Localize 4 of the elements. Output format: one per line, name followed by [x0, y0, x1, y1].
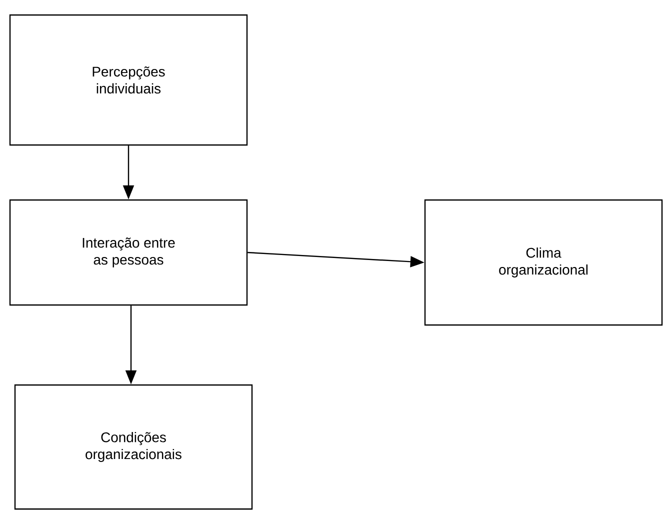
process-box: Condições organizacionais [14, 384, 253, 510]
process-box: Interação entre as pessoas [9, 199, 248, 306]
process-box: Clima organizacional [424, 199, 663, 326]
process-box: Percepções individuais [9, 14, 248, 146]
